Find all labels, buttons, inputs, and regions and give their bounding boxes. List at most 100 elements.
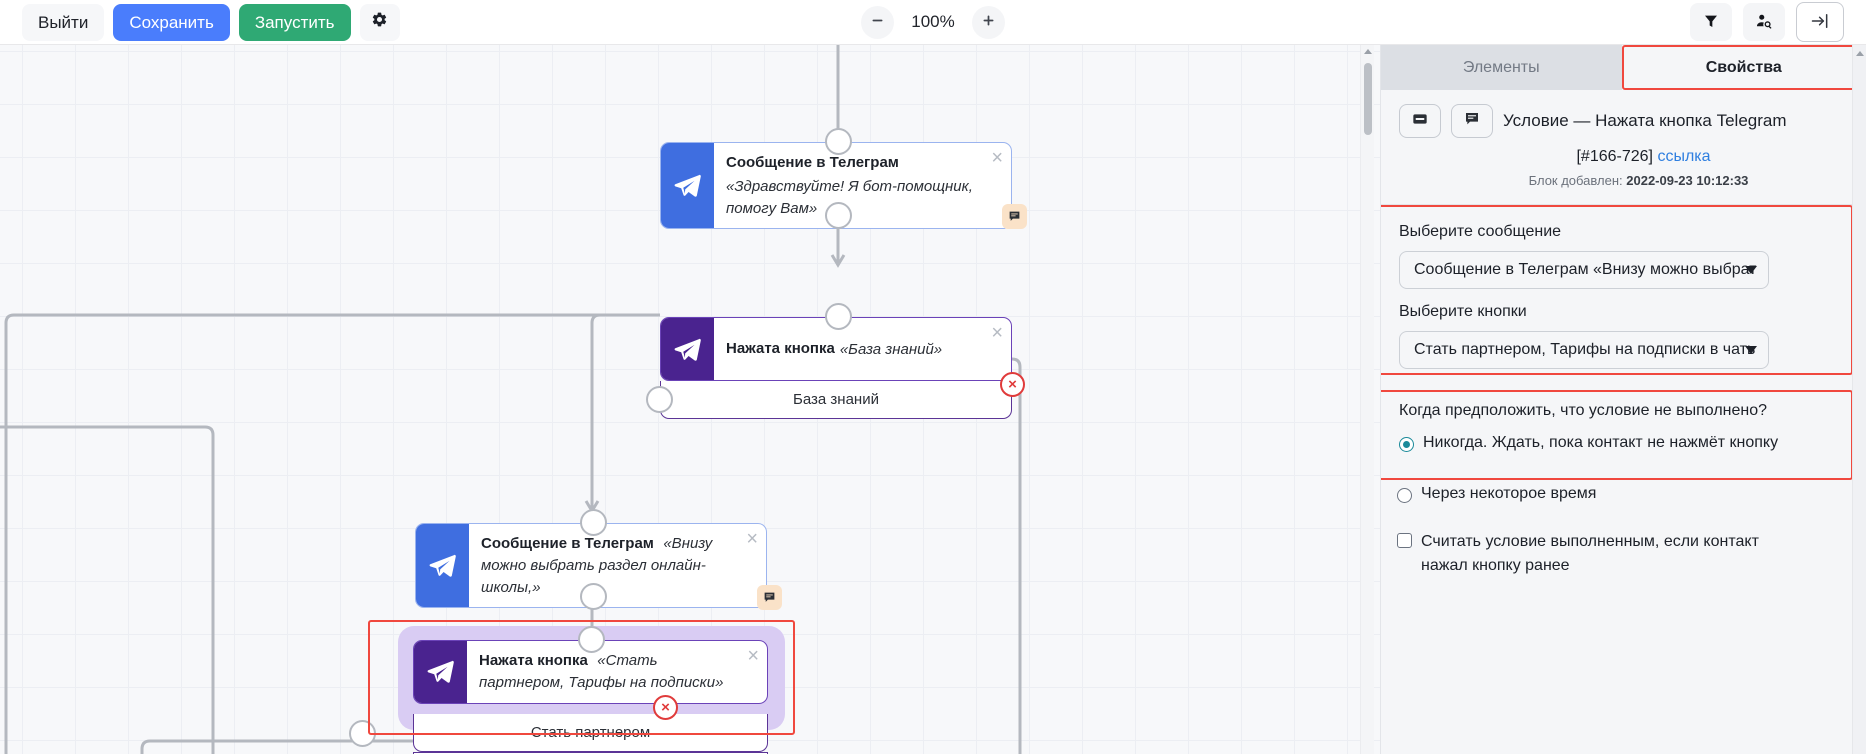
buttons-select-label: Выберите кнопки — [1399, 303, 1527, 320]
node-content: Сообщение в Телеграм «Внизу можно выбрат… — [469, 524, 766, 607]
condition-checkbox-row[interactable]: Считать условие выполненным, если контак… — [1397, 530, 1797, 578]
comment-view-button[interactable] — [1451, 104, 1493, 138]
tab-elements[interactable]: Элементы — [1381, 45, 1622, 90]
node-button-pressed-partner[interactable]: Нажата кнопка «Стать партнером, Тарифы н… — [349, 626, 768, 754]
user-search-button[interactable] — [1743, 3, 1785, 41]
comment-icon — [1464, 111, 1480, 132]
panel-tabs: Элементы Свойства — [1381, 45, 1866, 90]
panel-added-label: Блок добавлен: — [1528, 173, 1623, 188]
node-close-button[interactable]: × — [991, 147, 1003, 169]
card-icon — [1412, 111, 1428, 132]
panel-header: Условие — Нажата кнопка Telegram [#166-7… — [1381, 90, 1866, 196]
node-output-port[interactable] — [580, 583, 607, 610]
node-output-port[interactable] — [825, 202, 852, 229]
node-close-button[interactable]: × — [747, 645, 759, 667]
buttons-select[interactable]: Стать партнером, Тарифы на подписки в ча… — [1399, 331, 1769, 369]
node-title: Нажата кнопка — [726, 340, 835, 358]
filter-button[interactable] — [1690, 3, 1732, 41]
scroll-up-arrow-icon[interactable] — [1364, 49, 1372, 54]
zoom-in-button[interactable] — [972, 5, 1005, 39]
flow-canvas[interactable]: Сообщение в Телеграм «Здравствуйте! Я бо… — [0, 45, 1380, 754]
node-quote: «База знаний» — [839, 341, 943, 359]
panel-title: Условие — Нажата кнопка Telegram — [1503, 111, 1787, 130]
canvas-scrollbar-thumb[interactable] — [1364, 63, 1372, 135]
node-branch-row-tariffs[interactable]: Тарифы на подписки в чаты по темам — [413, 752, 768, 754]
node-note-badge[interactable] — [1002, 204, 1027, 229]
node-input-port[interactable] — [580, 509, 607, 536]
zoom-controls: 100% — [861, 5, 1005, 39]
panel-block-id-row: [#166-726] ссылка — [1399, 148, 1848, 166]
node-close-button[interactable]: × — [991, 322, 1003, 344]
panel-vertical-scrollbar[interactable] — [1852, 45, 1866, 754]
panel-scroll-up-arrow-icon[interactable] — [1856, 51, 1864, 56]
node-quote: «Здравствуйте! Я бот-помощник, помогу Ва… — [726, 177, 973, 217]
note-icon — [1009, 211, 1020, 221]
chevron-down-icon — [1745, 346, 1757, 354]
canvas-vertical-scrollbar[interactable] — [1360, 45, 1374, 754]
condition-option-timeout[interactable]: Через некоторое время — [1397, 485, 1837, 503]
message-select-value: Сообщение в Телеграм «Внизу можно выбрат — [1414, 261, 1757, 278]
exit-button[interactable]: Выйти — [22, 3, 105, 41]
properties-panel: Элементы Свойства — [1380, 45, 1866, 754]
user-search-icon — [1755, 12, 1773, 33]
node-branch-row-partner[interactable]: Стать партнером — [413, 714, 768, 752]
node-input-port[interactable] — [825, 303, 852, 330]
node-branch-port-partner[interactable] — [349, 720, 376, 747]
node-error-badge[interactable]: × — [1000, 372, 1025, 397]
node-branch-row[interactable]: База знаний — [660, 381, 1012, 419]
toolbar-left-group: Выйти Сохранить Запустить — [0, 3, 400, 41]
node-branch-port[interactable] — [646, 386, 673, 413]
collapse-panel-button[interactable] — [1796, 2, 1844, 42]
radio-after-time[interactable] — [1397, 488, 1412, 503]
plus-icon — [981, 13, 996, 31]
panel-added-meta: Блок добавлен: 2022-09-23 10:12:33 — [1399, 173, 1848, 188]
run-button[interactable]: Запустить — [238, 3, 351, 41]
node-title: Сообщение в Телеграм — [481, 535, 654, 552]
condition-checkbox-label: Считать условие выполненным, если контак… — [1421, 533, 1759, 574]
zoom-out-button[interactable] — [861, 5, 894, 39]
minus-icon — [870, 13, 885, 31]
node-quote: «Внизу можно выбрать раздел онлайн-школы… — [481, 535, 713, 596]
save-button[interactable]: Сохранить — [113, 3, 230, 41]
panel-header-row: Условие — Нажата кнопка Telegram — [1399, 104, 1848, 138]
node-input-port[interactable] — [578, 626, 605, 653]
note-icon — [764, 592, 775, 602]
node-card[interactable]: Сообщение в Телеграм «Внизу можно выбрат… — [415, 523, 767, 609]
condition-option-timeout-label: Через некоторое время — [1421, 485, 1597, 502]
condition-option-never-label: Никогда. Ждать, пока контакт не нажмёт к… — [1423, 434, 1779, 451]
panel-block-link[interactable]: ссылка — [1657, 148, 1711, 165]
message-selection-group: Выберите сообщение Сообщение в Телеграм … — [1381, 205, 1853, 375]
telegram-icon — [661, 318, 714, 380]
message-select-label: Выберите сообщение — [1399, 223, 1562, 240]
telegram-icon — [414, 641, 467, 703]
radio-never[interactable] — [1399, 437, 1414, 452]
checkbox-already-pressed[interactable] — [1397, 533, 1412, 548]
condition-question: Когда предположить, что условие не выпол… — [1399, 402, 1768, 419]
zoom-level-label: 100% — [911, 12, 955, 31]
message-select[interactable]: Сообщение в Телеграм «Внизу можно выбрат — [1399, 251, 1769, 289]
telegram-icon — [661, 143, 714, 229]
tab-properties[interactable]: Свойства — [1621, 45, 1866, 90]
node-content: Сообщение в Телеграм «Здравствуйте! Я бо… — [714, 143, 1011, 228]
node-quote: «Стать партнером, Тарифы на подписки» — [479, 652, 724, 691]
node-note-badge[interactable] — [757, 585, 782, 610]
node-content: Нажата кнопка «База знаний» — [714, 318, 976, 380]
node-title: Нажата кнопка — [479, 652, 588, 669]
condition-question-group: Когда предположить, что условие не выпол… — [1381, 390, 1853, 480]
settings-button[interactable] — [359, 3, 400, 41]
condition-option-never[interactable]: Никогда. Ждать, пока контакт не нажмёт к… — [1399, 434, 1833, 452]
node-error-badge[interactable]: × — [653, 695, 678, 720]
node-close-button[interactable]: × — [746, 528, 758, 550]
funnel-icon — [1703, 13, 1719, 32]
node-title: Сообщение в Телеграм — [726, 154, 899, 171]
chevron-down-icon — [1745, 266, 1757, 274]
gear-icon — [371, 4, 388, 41]
node-telegram-message-choose-section[interactable]: Сообщение в Телеграм «Внизу можно выбрат… — [415, 509, 782, 610]
top-toolbar: Выйти Сохранить Запустить 100% — [0, 0, 1866, 45]
node-input-port[interactable] — [825, 128, 852, 155]
node-card[interactable]: Нажата кнопка «База знаний» × — [660, 317, 1012, 381]
telegram-icon — [416, 524, 469, 608]
card-view-button[interactable] — [1399, 104, 1441, 138]
node-button-pressed-knowledge[interactable]: Нажата кнопка «База знаний» × База знани… — [646, 303, 1025, 419]
node-telegram-message-hello[interactable]: Сообщение в Телеграм «Здравствуйте! Я бо… — [660, 128, 1027, 230]
